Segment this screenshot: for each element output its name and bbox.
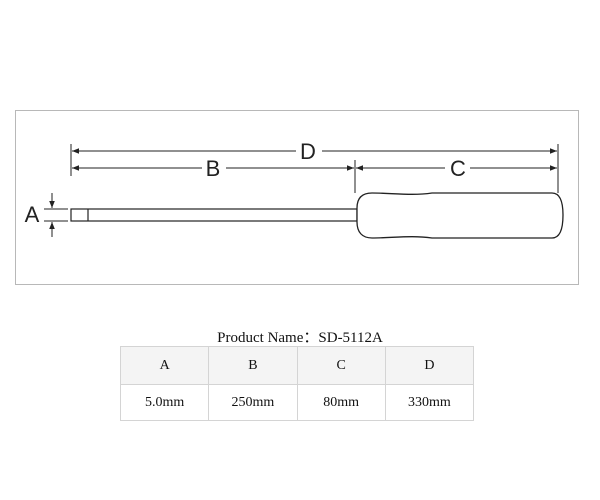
screwdriver-handle — [356, 192, 564, 239]
label-c: C — [450, 156, 466, 181]
dimension-d: D — [72, 139, 557, 164]
dimension-a: A — [25, 193, 55, 237]
spec-table-header-row: A B C D — [119, 346, 475, 385]
label-d: D — [300, 139, 316, 164]
product-name-value: SD-5112A — [318, 330, 383, 346]
product-name-label: Product Name： — [217, 330, 319, 346]
spec-header-a: A — [119, 346, 210, 385]
dimension-c: C — [356, 156, 557, 181]
spec-header-c: C — [296, 346, 386, 385]
screwdriver-shaft — [70, 208, 358, 222]
spec-header-d: D — [384, 346, 475, 385]
spec-value-a: 5.0mm — [119, 384, 210, 421]
spec-value-d: 330mm — [384, 384, 475, 421]
extension-lines — [44, 144, 559, 222]
spec-value-b: 250mm — [208, 384, 298, 421]
product-name: Product Name：SD-5112A — [0, 326, 600, 347]
spec-table: A B C D 5.0mm 250mm 80mm 330mm — [119, 346, 475, 421]
label-b: B — [206, 156, 221, 181]
spec-table-value-row: 5.0mm 250mm 80mm 330mm — [119, 384, 475, 421]
label-a: A — [25, 202, 40, 227]
spec-header-b: B — [208, 346, 298, 385]
dimension-b: B — [72, 156, 354, 181]
spec-value-c: 80mm — [296, 384, 386, 421]
